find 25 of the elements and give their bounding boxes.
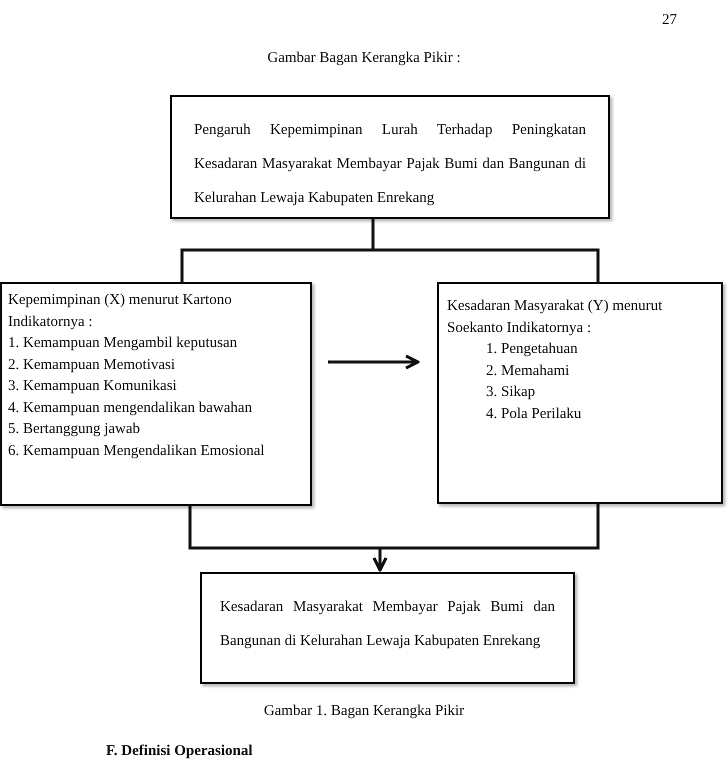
list-item: 2. Memahami [486, 362, 570, 378]
list-item: 1. Kemampuan Mengambil keputusan [8, 335, 238, 351]
box-text: Kesadaran Masyarakat Membayar Pajak Bumi dan Bangunan di Kelurahan Lewaja Kabupaten Enrekang [220, 599, 555, 649]
text-box [200, 572, 575, 684]
diagram-title: Gambar Bagan Kerangka Pikir : [266, 50, 462, 67]
list-item: 6. Kemampuan Mengendalikan Emosional [8, 442, 265, 458]
page-number: 27 [662, 12, 677, 29]
arrow [372, 504, 600, 572]
figure-caption: Gambar 1. Bagan Kerangka Pikir [262, 703, 466, 720]
list-item: 4. Kemampuan mengendalikan bawahan [8, 400, 252, 416]
list-item: 1. Pengetahuan [486, 341, 578, 357]
list-item: 3. Sikap [486, 384, 536, 400]
box-text: Pengaruh Kepemimpinan Lurah Terhadap Peningkatan Kesadaran Masyarakat Membayar Pajak Bumi dan Bangunan di Kelurahan Lewaja Kabupaten Enrekang [194, 122, 586, 206]
text-box [0, 282, 312, 506]
box-text: Kesadaran Masyarakat (Y) menurut Soekanto Indikatornya : [447, 298, 662, 336]
list-item: 3. Kemampuan Komunikasi [8, 378, 177, 394]
text-box [437, 282, 723, 504]
box-text: Kepemimpinan (X) menurut Kartono Indikatornya : [8, 292, 232, 330]
list-item: 2. Kemampuan Memotivasi [8, 356, 176, 372]
arrow [328, 354, 420, 370]
connector-line [372, 219, 600, 282]
list-item: 5. Bertanggung jawab [8, 421, 140, 437]
list-item: 4. Pola Perilaku [486, 406, 582, 422]
text-box [170, 95, 610, 219]
section-heading: F. Definisi Operasional [106, 743, 253, 760]
